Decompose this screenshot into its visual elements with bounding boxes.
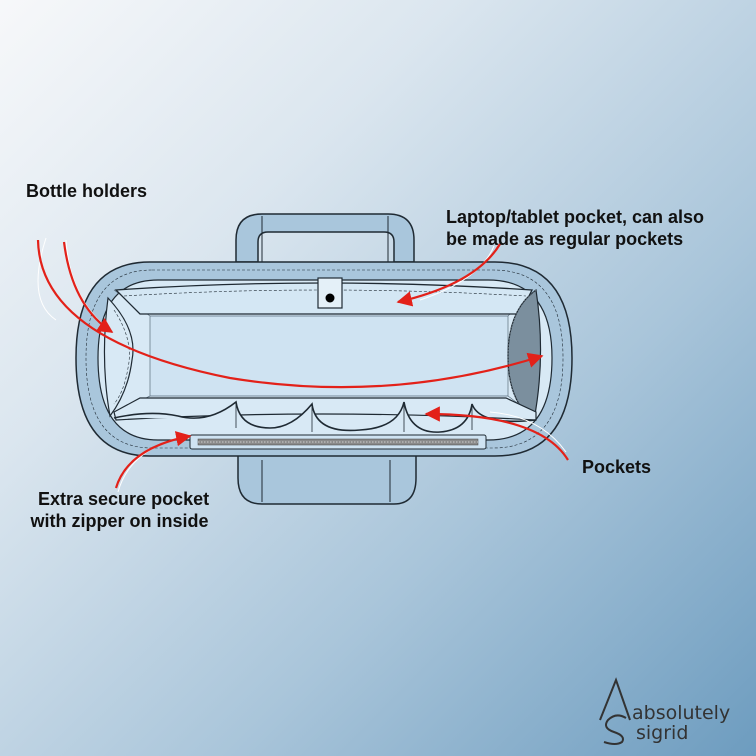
label-laptop-pocket: Laptop/tablet pocket, can also be made a…: [446, 206, 704, 250]
logo-word-sigrid: sigrid: [636, 722, 689, 744]
brand-logo: absolutely sigrid: [596, 676, 756, 746]
label-pockets: Pockets: [582, 456, 651, 478]
logo-word-absolutely: absolutely: [632, 702, 731, 724]
top-handle: [235, 213, 415, 263]
label-laptop-line2: be made as regular pockets: [446, 229, 684, 249]
arrow-bottle-left: [62, 241, 114, 333]
label-zipper-line2: with zipper on inside: [30, 511, 209, 531]
logo-monogram-icon: [599, 677, 631, 745]
arrow-zipper: [114, 431, 192, 489]
label-zipper-pocket: Extra secure pocket with zipper on insid…: [30, 488, 210, 532]
label-zipper-line1: Extra secure pocket: [38, 489, 210, 509]
label-bottle-holders-text: Bottle holders: [26, 181, 148, 201]
arrow-pockets: [424, 406, 569, 461]
arrow-laptop: [396, 243, 501, 307]
label-pockets-text: Pockets: [582, 457, 652, 477]
label-laptop-line1: Laptop/tablet pocket, can also: [446, 207, 705, 227]
arrow-bottle-right: [36, 239, 544, 389]
laptop-pocket: [114, 277, 534, 315]
label-bottle-holders: Bottle holders: [26, 180, 147, 202]
annotation-arrows: [36, 239, 569, 489]
bottom-handle: [237, 449, 417, 505]
bag-floor: [149, 315, 509, 397]
zipper-pocket: [189, 434, 487, 450]
